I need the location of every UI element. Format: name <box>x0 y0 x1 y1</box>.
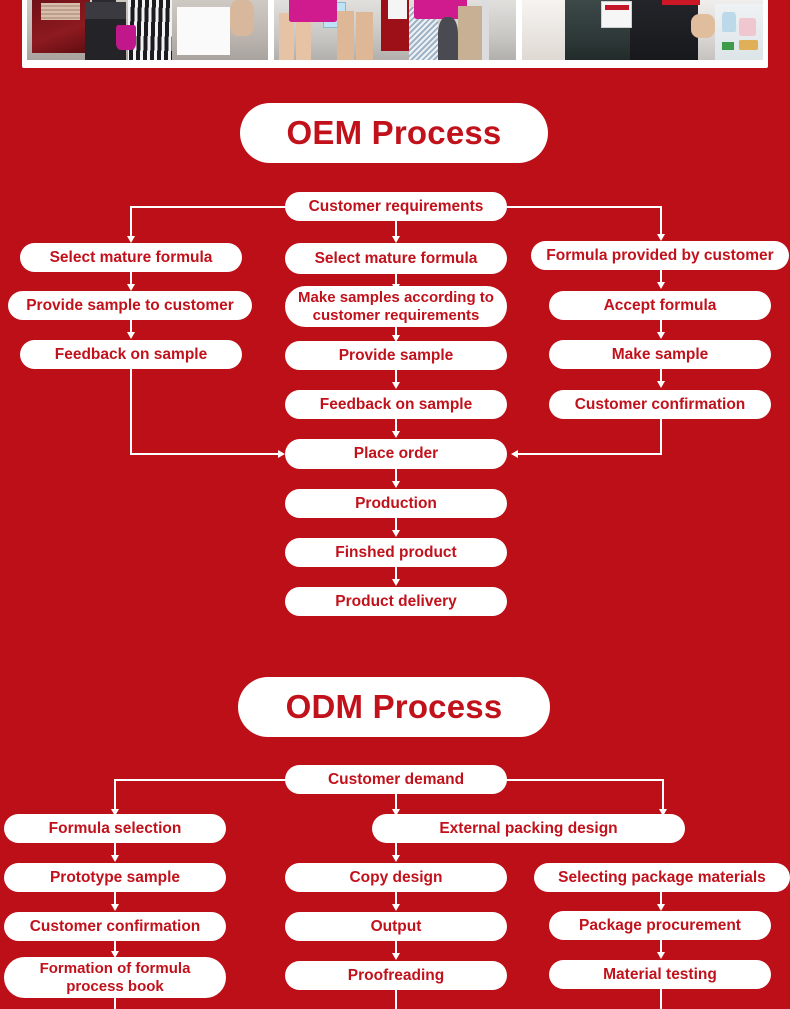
oem-drop-right <box>660 206 662 236</box>
oem-right-node-3[interactable]: Make sample <box>549 340 771 369</box>
oem-left-conn-1 <box>130 272 132 286</box>
oem-right-conn-1 <box>660 270 662 284</box>
oem-right-merge-drop <box>660 419 662 454</box>
odm-left-node-2[interactable]: Prototype sample <box>4 863 226 892</box>
oem-node-customer-requirements[interactable]: Customer requirements <box>285 192 507 221</box>
oem-arrow-right-1 <box>656 234 665 241</box>
odm-left-arrow-1 <box>110 855 119 862</box>
oem-tail-arrow-2 <box>391 579 400 586</box>
oem-tail-conn-0 <box>395 469 397 483</box>
odm-split-line-left <box>114 779 286 781</box>
oem-center-arrow-4 <box>391 431 400 438</box>
odm-node-customer-demand[interactable]: Customer demand <box>285 765 507 794</box>
oem-center-arrow-2 <box>391 335 400 342</box>
odm-arrow-center-1 <box>391 809 400 816</box>
photo-exhibition-booth-visitors <box>27 0 269 60</box>
oem-center-conn-2 <box>395 327 397 339</box>
odm-center-arrow-1 <box>391 855 400 862</box>
odm-left-conn-4 <box>114 998 116 1009</box>
odm-center-node-4[interactable]: Proofreading <box>285 961 507 990</box>
oem-left-merge-drop <box>130 369 132 454</box>
odm-left-arrow-2 <box>110 904 119 911</box>
odm-left-node-1[interactable]: Formula selection <box>4 814 226 843</box>
odm-right-node-2[interactable]: Package procurement <box>549 911 771 940</box>
oem-left-node-2[interactable]: Provide sample to customer <box>8 291 252 320</box>
oem-right-merge-arrow <box>511 449 518 458</box>
oem-arrow-center-1 <box>391 236 400 243</box>
odm-center-conn-3 <box>395 941 397 955</box>
oem-center-node-3[interactable]: Provide sample <box>285 341 507 370</box>
photo-cosmo-bag-attendees <box>274 0 516 60</box>
oem-arrow-left-1 <box>126 236 135 243</box>
oem-center-conn-3 <box>395 370 397 384</box>
oem-center-node-2[interactable]: Make samples according to customer requi… <box>285 286 507 327</box>
odm-right-conn-1 <box>660 892 662 906</box>
odm-left-arrow-3 <box>110 951 119 958</box>
oem-tail-node-2[interactable]: Finshed product <box>285 538 507 567</box>
photo-handshake-at-booth <box>521 0 763 60</box>
odm-left-conn-2 <box>114 892 116 906</box>
odm-process-title: ODM Process <box>238 677 550 737</box>
odm-center-arrow-2 <box>391 904 400 911</box>
odm-center-arrow-3 <box>391 953 400 960</box>
odm-split-line-right <box>506 779 663 781</box>
oem-right-arrow-1 <box>656 282 665 289</box>
odm-drop-left <box>114 779 116 811</box>
odm-arrow-right-1 <box>658 809 667 816</box>
oem-right-conn-3 <box>660 369 662 383</box>
odm-right-arrow-1 <box>656 904 665 911</box>
oem-center-conn-4 <box>395 419 397 433</box>
odm-left-node-4[interactable]: Formation of formula process book <box>4 957 226 998</box>
oem-tail-conn-2 <box>395 567 397 581</box>
oem-split-line-left <box>130 206 286 208</box>
trade-show-photo-strip <box>22 0 768 68</box>
oem-right-arrow-3 <box>656 381 665 388</box>
odm-right-node-3[interactable]: Material testing <box>549 960 771 989</box>
oem-drop-left <box>130 206 132 238</box>
oem-node-place-order[interactable]: Place order <box>285 439 507 469</box>
oem-left-node-1[interactable]: Select mature formula <box>20 243 242 272</box>
oem-center-node-4[interactable]: Feedback on sample <box>285 390 507 419</box>
oem-right-node-2[interactable]: Accept formula <box>549 291 771 320</box>
odm-drop-center <box>395 794 397 811</box>
odm-left-node-3[interactable]: Customer confirmation <box>4 912 226 941</box>
oem-tail-arrow-0 <box>391 481 400 488</box>
odm-center-node-2[interactable]: Copy design <box>285 863 507 892</box>
oem-right-conn-2 <box>660 320 662 334</box>
odm-center-node-1[interactable]: External packing design <box>372 814 685 843</box>
oem-drop-center <box>395 221 397 238</box>
oem-center-conn-1 <box>395 274 397 286</box>
oem-tail-node-1[interactable]: Production <box>285 489 507 518</box>
odm-center-conn-4 <box>395 990 397 1009</box>
odm-center-conn-1 <box>395 843 397 857</box>
oem-right-node-1[interactable]: Formula provided by customer <box>531 241 789 270</box>
odm-right-node-1[interactable]: Selecting package materials <box>534 863 790 892</box>
odm-right-conn-2 <box>660 940 662 954</box>
oem-left-merge-run <box>130 453 282 455</box>
oem-process-title: OEM Process <box>240 103 548 163</box>
oem-tail-conn-1 <box>395 518 397 532</box>
oem-tail-node-3[interactable]: Product delivery <box>285 587 507 616</box>
oem-tail-arrow-1 <box>391 530 400 537</box>
oem-left-arrow-2 <box>126 332 135 339</box>
odm-center-conn-2 <box>395 892 397 906</box>
odm-drop-right <box>662 779 664 811</box>
oem-left-conn-2 <box>130 320 132 334</box>
odm-right-arrow-2 <box>656 952 665 959</box>
odm-arrow-left-1 <box>110 809 119 816</box>
oem-left-node-3[interactable]: Feedback on sample <box>20 340 242 369</box>
odm-left-conn-1 <box>114 843 116 857</box>
odm-right-conn-3 <box>660 989 662 1009</box>
oem-split-line-right <box>506 206 661 208</box>
odm-left-conn-3 <box>114 941 116 953</box>
oem-right-merge-run <box>518 453 662 455</box>
oem-center-node-1[interactable]: Select mature formula <box>285 243 507 274</box>
oem-center-arrow-3 <box>391 382 400 389</box>
oem-right-arrow-2 <box>656 332 665 339</box>
odm-center-node-3[interactable]: Output <box>285 912 507 941</box>
oem-left-arrow-1 <box>126 284 135 291</box>
oem-left-merge-arrow <box>278 449 285 458</box>
oem-right-node-4[interactable]: Customer confirmation <box>549 390 771 419</box>
